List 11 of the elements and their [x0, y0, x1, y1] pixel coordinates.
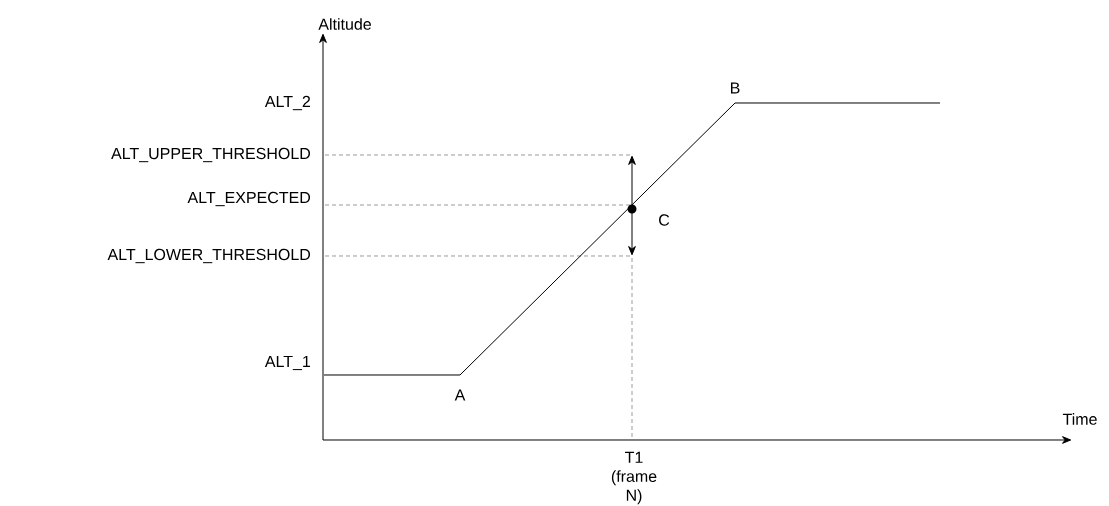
tick-label: ALT_LOWER_THRESHOLD [107, 248, 311, 264]
axis-label: Time [1062, 413, 1097, 425]
tick-label: ALT_EXPECTED [187, 191, 311, 207]
point-label: B [731, 82, 740, 94]
point-label: A [454, 389, 466, 401]
axis-label: Altitude [318, 18, 371, 30]
tick-label: ALT_UPPER_THRESHOLD [111, 147, 311, 163]
tick-label: T1 (frame N) [611, 451, 657, 505]
point-label: C [659, 214, 670, 226]
tick-label: ALT_1 [264, 355, 310, 371]
tick-label: ALT_2 [264, 95, 310, 111]
